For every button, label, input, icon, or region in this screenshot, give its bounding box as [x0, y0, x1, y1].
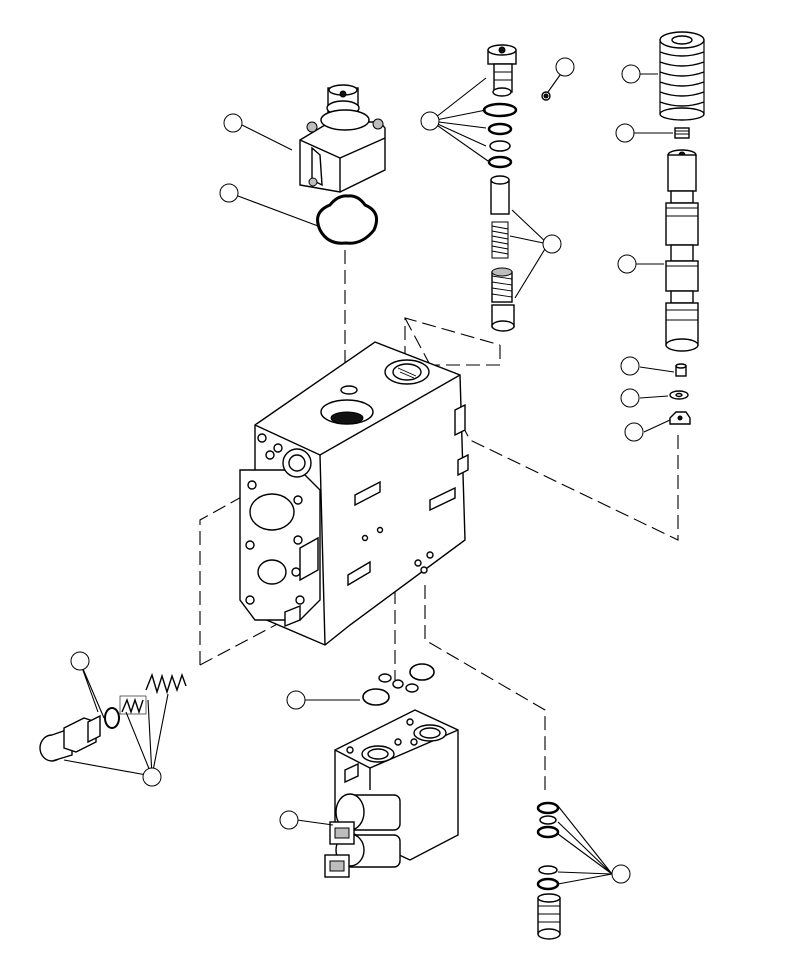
spring-seat-part: [674, 127, 690, 139]
solenoid-block-part: [324, 709, 459, 878]
solenoid-o-rings: [362, 663, 435, 706]
spool-screw-callout[interactable]: [620, 356, 640, 376]
callout-circles: [70, 57, 644, 884]
relief-valve-kit-callout[interactable]: [420, 111, 440, 131]
relief-valve-kit-parts: [482, 44, 551, 332]
cartridge-seal-kit-parts: [536, 801, 561, 940]
solenoid-cap-callout[interactable]: [223, 113, 243, 133]
spool-end-parts: [669, 363, 691, 425]
spool-spring-part: [659, 31, 705, 121]
spool-washer-callout[interactable]: [620, 388, 640, 408]
small-spring: [119, 695, 147, 715]
relief-cartridge-callout[interactable]: [542, 234, 562, 254]
valve-body: [239, 341, 469, 646]
cap-o-ring-part: [316, 194, 378, 245]
plug-assembly-parts: [39, 672, 187, 762]
solenoid-block-callout[interactable]: [279, 810, 299, 830]
cartridge-seal-kit-callout[interactable]: [611, 864, 631, 884]
solenoid-cap-part: [299, 84, 386, 193]
plug-seal-callout[interactable]: [70, 651, 90, 671]
large-spring: [145, 672, 187, 695]
spool-nut-callout[interactable]: [624, 422, 644, 442]
relief-spring: [491, 221, 509, 259]
small-plug-callout[interactable]: [555, 57, 575, 77]
solenoid-o-rings-callout[interactable]: [286, 690, 306, 710]
check-valve-kit-callout[interactable]: [142, 767, 162, 787]
cap-o-ring-callout[interactable]: [219, 183, 239, 203]
spring-stack-callout[interactable]: [621, 64, 641, 84]
spool-part: [665, 149, 699, 352]
spool-callout[interactable]: [617, 254, 637, 274]
spring-seat-callout[interactable]: [615, 123, 635, 143]
